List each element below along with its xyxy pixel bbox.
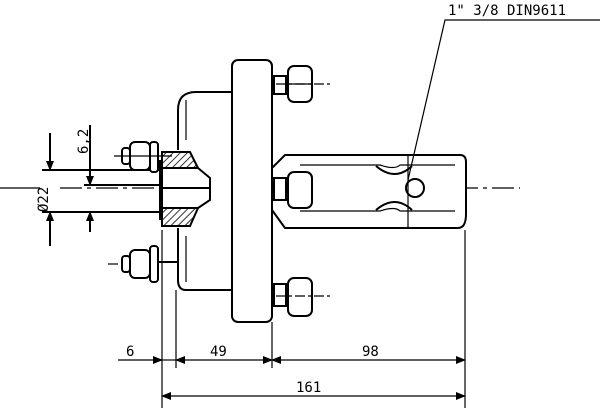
diameter-label: Ø22	[36, 187, 52, 212]
dim-98: 98	[362, 344, 379, 360]
lock-pin-hole	[405, 178, 425, 198]
dimension-total: 161	[161, 380, 466, 400]
dim-161: 161	[296, 380, 321, 396]
keyway-dimension: 6,2	[76, 125, 94, 232]
bolt-middle	[273, 171, 313, 209]
bolt-bottom	[273, 277, 330, 317]
spline-spec-label: 1" 3/8 DIN9611	[448, 3, 566, 19]
keyway-label: 6,2	[76, 129, 92, 154]
bolt-left-bottom	[108, 245, 178, 283]
splined-shaft	[271, 154, 467, 229]
bolt-top	[273, 65, 330, 103]
spline-leader: 1" 3/8 DIN9611	[407, 3, 600, 181]
dimension-row: 6 49 98	[118, 344, 466, 364]
dim-6: 6	[126, 344, 134, 360]
flange-plate	[231, 59, 273, 323]
bolt-left-top	[114, 141, 172, 173]
dim-49: 49	[210, 344, 227, 360]
diameter-dimension: Ø22	[36, 133, 54, 246]
input-shaft	[42, 169, 160, 213]
